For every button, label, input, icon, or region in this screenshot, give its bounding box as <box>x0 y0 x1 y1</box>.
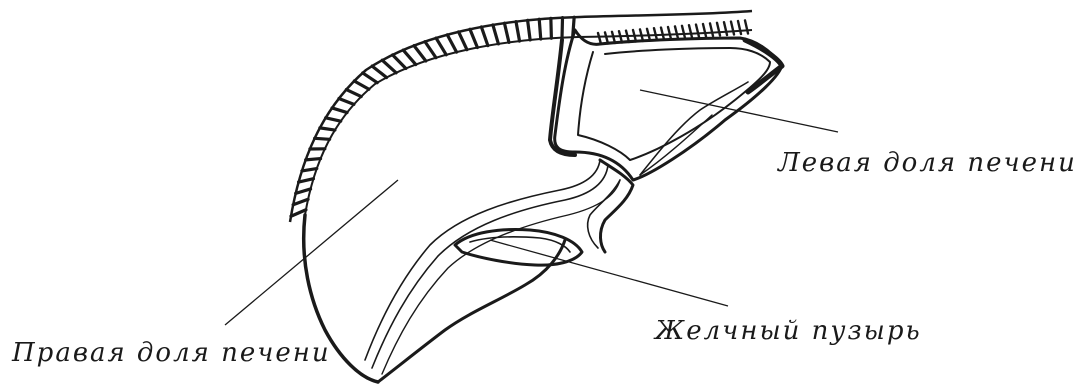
hatch-stroke <box>346 90 361 97</box>
hatch-stroke <box>675 26 678 38</box>
pointer-right-lobe <box>225 180 398 325</box>
hatch-stroke <box>703 24 706 37</box>
hatch-stroke <box>551 18 552 38</box>
hatch-stroke <box>682 26 685 38</box>
hatch-stroke <box>668 27 671 39</box>
pointer-gallbladder <box>490 240 728 306</box>
hatch-stroke <box>689 25 692 37</box>
hatch-stroke <box>436 38 446 55</box>
hatch-stroke <box>306 159 321 160</box>
label-right-lobe: Правая доля печени <box>12 340 331 366</box>
hatch-stroke <box>393 55 406 69</box>
hatch-stroke <box>654 28 657 40</box>
hatch-stroke <box>320 128 335 130</box>
hatch-stroke <box>296 189 311 193</box>
hatch-stroke <box>717 23 720 36</box>
hatch-stroke <box>710 23 713 36</box>
hatch-stroke <box>647 29 650 41</box>
hatch-stroke <box>598 33 601 44</box>
hatch-stroke <box>414 46 426 61</box>
hatch-stroke <box>696 25 699 37</box>
hatch-stroke <box>481 27 487 46</box>
hatch-stroke <box>640 29 643 41</box>
hatch-stroke <box>339 99 354 105</box>
hatch-stroke <box>302 169 317 171</box>
hatch-stroke <box>612 32 615 43</box>
diaphragm-hatching <box>290 11 752 222</box>
hatch-stroke <box>382 60 396 73</box>
hatch-stroke <box>354 81 369 89</box>
hatch-stroke <box>539 19 541 39</box>
hatch-stroke <box>731 22 734 35</box>
label-left-lobe: Левая доля печени <box>778 150 1077 176</box>
hatch-stroke <box>745 20 748 33</box>
hatch-stroke <box>332 108 347 113</box>
hatch-stroke <box>372 66 386 77</box>
hatch-stroke <box>516 22 520 41</box>
liver-outline <box>304 160 633 382</box>
hatch-stroke <box>724 22 727 35</box>
hatch-stroke <box>425 42 436 58</box>
hatch-stroke <box>403 50 416 65</box>
label-gallbladder: Желчный пузырь <box>655 318 922 344</box>
hatch-stroke <box>363 73 378 83</box>
hatch-stroke <box>605 32 608 43</box>
hatch-stroke <box>315 138 330 139</box>
left-lobe <box>550 20 782 180</box>
hatch-stroke <box>459 32 467 50</box>
hatch-stroke <box>493 25 499 44</box>
hatch-stroke <box>504 23 509 42</box>
hatch-stroke <box>326 118 341 121</box>
hatch-stroke <box>661 28 664 40</box>
hatch-stroke <box>528 20 531 40</box>
hatch-stroke <box>470 29 477 47</box>
hatch-stroke <box>299 179 314 182</box>
hatch-stroke <box>447 35 456 52</box>
hatch-stroke <box>738 21 741 34</box>
